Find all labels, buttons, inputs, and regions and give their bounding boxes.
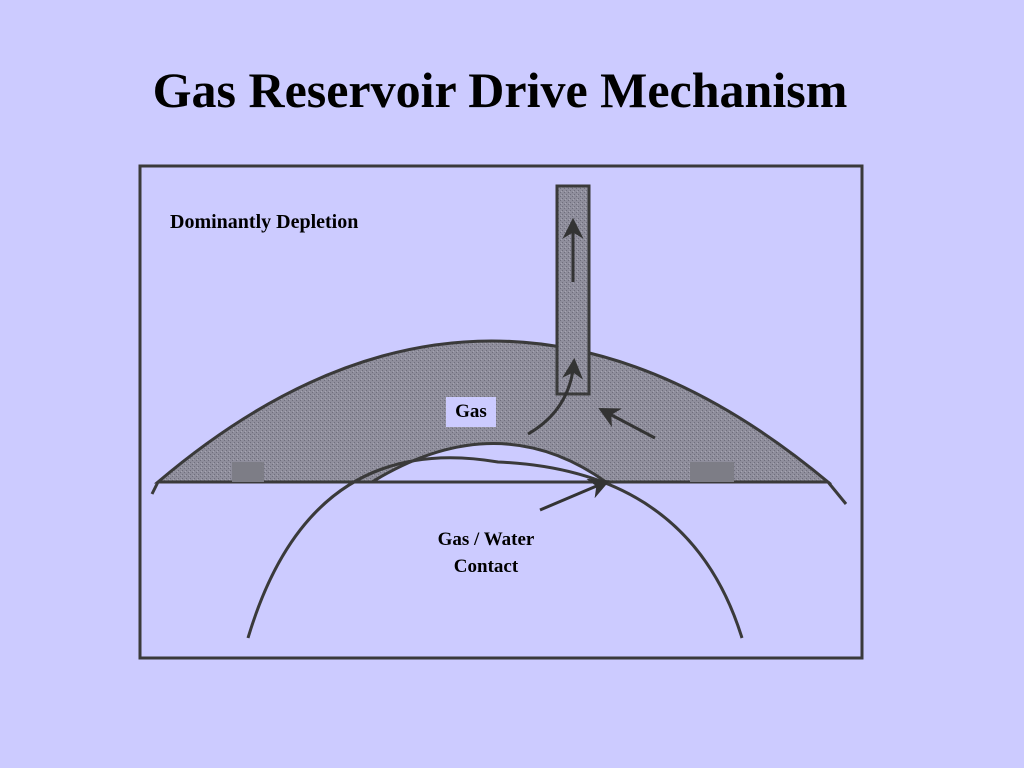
flow-arrow-contact xyxy=(539,478,610,512)
diagram-subtitle: Dominantly Depletion xyxy=(170,211,359,233)
reservoir-top-boundary-left xyxy=(150,481,160,495)
contact-marker-right xyxy=(690,462,734,482)
slide-title: Gas Reservoir Drive Mechanism xyxy=(152,62,848,118)
flow-arrow-right xyxy=(598,408,656,440)
contact-label-line2: Contact xyxy=(453,556,519,577)
gas-water-contact-label: Gas / Water Contact xyxy=(406,526,566,580)
water-boundary-arc xyxy=(246,456,744,639)
gas-label: Gas xyxy=(446,397,496,427)
reservoir-top-boundary-right xyxy=(826,481,848,505)
contact-label-line1: Gas / Water xyxy=(437,529,535,550)
contact-marker-left xyxy=(232,462,264,482)
flow-arrow-into-well xyxy=(527,357,584,436)
diagram-frame xyxy=(138,164,864,660)
